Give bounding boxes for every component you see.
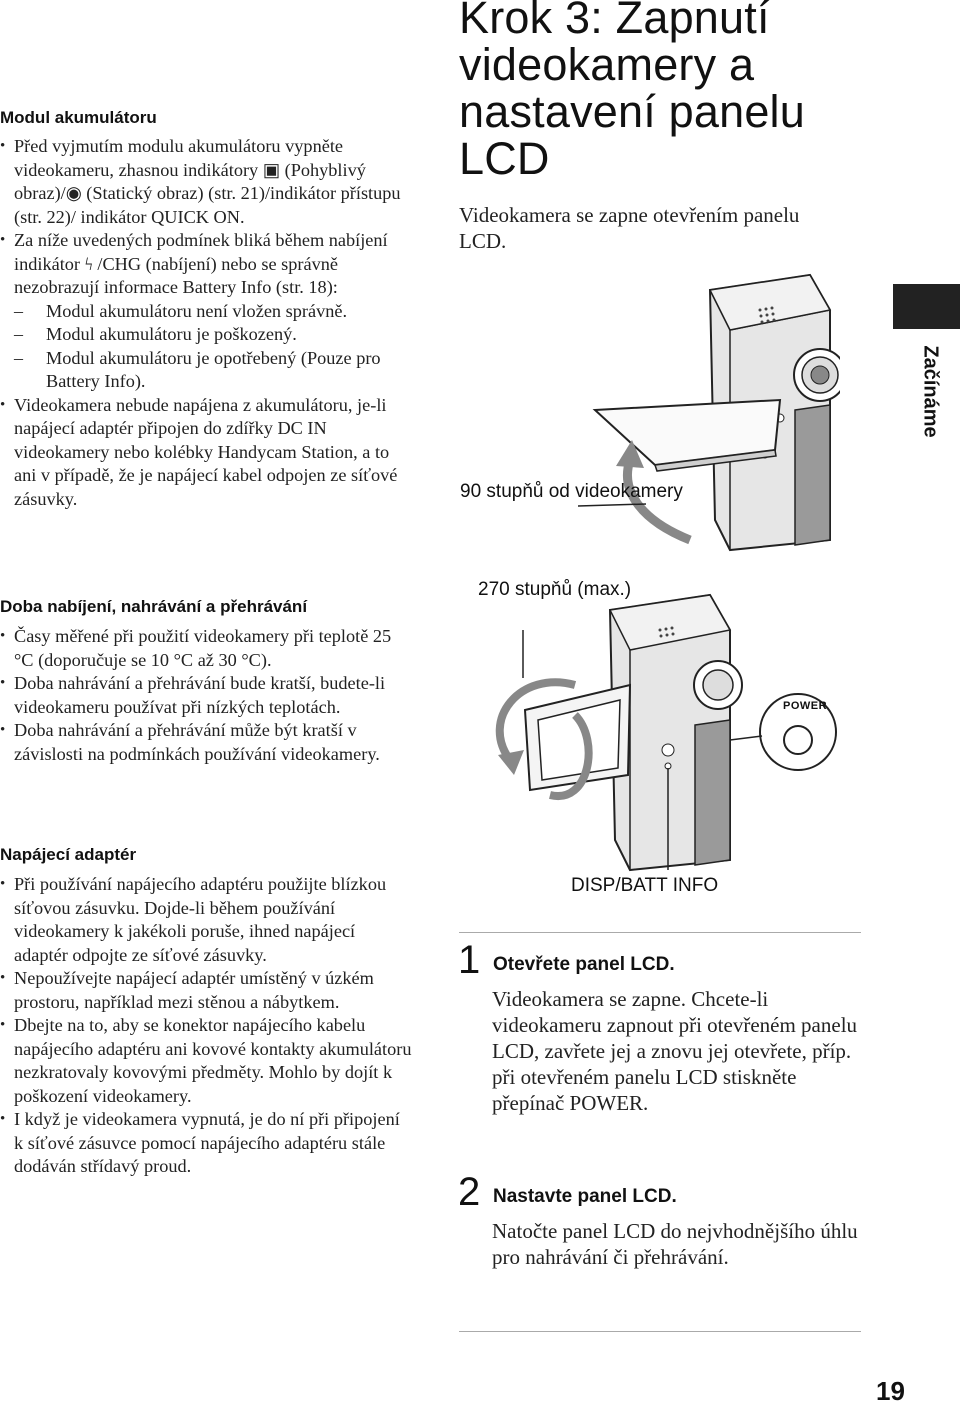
battery-conditions-list: Modul akumulátoru není vložen správně. M… [14,300,412,394]
disp-batt-info-label: DISP/BATT INFO [571,875,719,896]
divider-top [459,932,861,933]
label-90-leader-line [578,503,647,507]
list-item-text: Za níže uvedených podmínek bliká během n… [14,230,388,297]
divider-bottom [459,1331,861,1332]
label-90-degrees: 90 stupňů od videokamery [460,481,683,502]
page-number: 19 [876,1376,905,1406]
timing-notes-list: Časy měřené při použití videokamery při … [0,625,412,766]
page-title: Krok 3: Zapnutí videokamery a nastavení … [459,0,805,184]
list-item: I když je videokamera vypnutá, je do ní … [0,1108,412,1179]
power-switch-label: POWER [783,700,828,712]
intro-text: Videokamera se zapne otevřením panelu LC… [459,203,800,253]
list-item: Před vyjmutím modulu akumulátoru vypněte… [0,135,412,229]
list-item: Videokamera nebude napájena z akumulátor… [0,394,412,512]
step-body-1: Videokamera se zapne. Chcete-li videokam… [492,987,858,1115]
list-item: Časy měřené při použití videokamery při … [0,625,412,672]
step-number-2: 2 [458,1170,481,1214]
list-item: Doba nahrávání a přehrávání bude kratší,… [0,672,412,719]
list-item: Dbejte na to, aby se konektor napájecího… [0,1014,412,1108]
list-item: Modul akumulátoru není vložen správně. [14,300,412,324]
step-body-2: Natočte panel LCD do nejvhodnějšího úhlu… [492,1219,858,1269]
step-heading-2: Nastavte panel LCD. [493,1186,677,1207]
section-tab-marker [893,284,960,329]
list-item: Modul akumulátoru je poškozený. [14,323,412,347]
section-heading-adapter: Napájecí adaptér [0,845,137,864]
camera-illustration-90 [592,273,840,552]
battery-notes-list: Před vyjmutím modulu akumulátoru vypněte… [0,135,412,511]
list-item: Za níže uvedených podmínek bliká během n… [0,229,412,394]
list-item: Při používání napájecího adaptéru použij… [0,873,412,967]
label-270-degrees: 270 stupňů (max.) [478,579,632,600]
list-item: Modul akumulátoru je opotřebený (Pouze p… [14,347,412,394]
adapter-notes-list: Při používání napájecího adaptéru použij… [0,873,412,1179]
list-item: Nepoužívejte napájecí adaptér umístěný v… [0,967,412,1014]
camera-illustration-270 [495,593,837,872]
step-number-1: 1 [458,938,481,982]
step-heading-1: Otevřete panel LCD. [493,954,675,975]
list-item: Doba nahrávání a přehrávání může být kra… [0,719,412,766]
section-heading-battery: Modul akumulátoru [0,108,157,127]
section-heading-timing: Doba nabíjení, nahrávání a přehrávání [0,597,308,616]
section-tab-label: Začínáme [919,345,942,438]
